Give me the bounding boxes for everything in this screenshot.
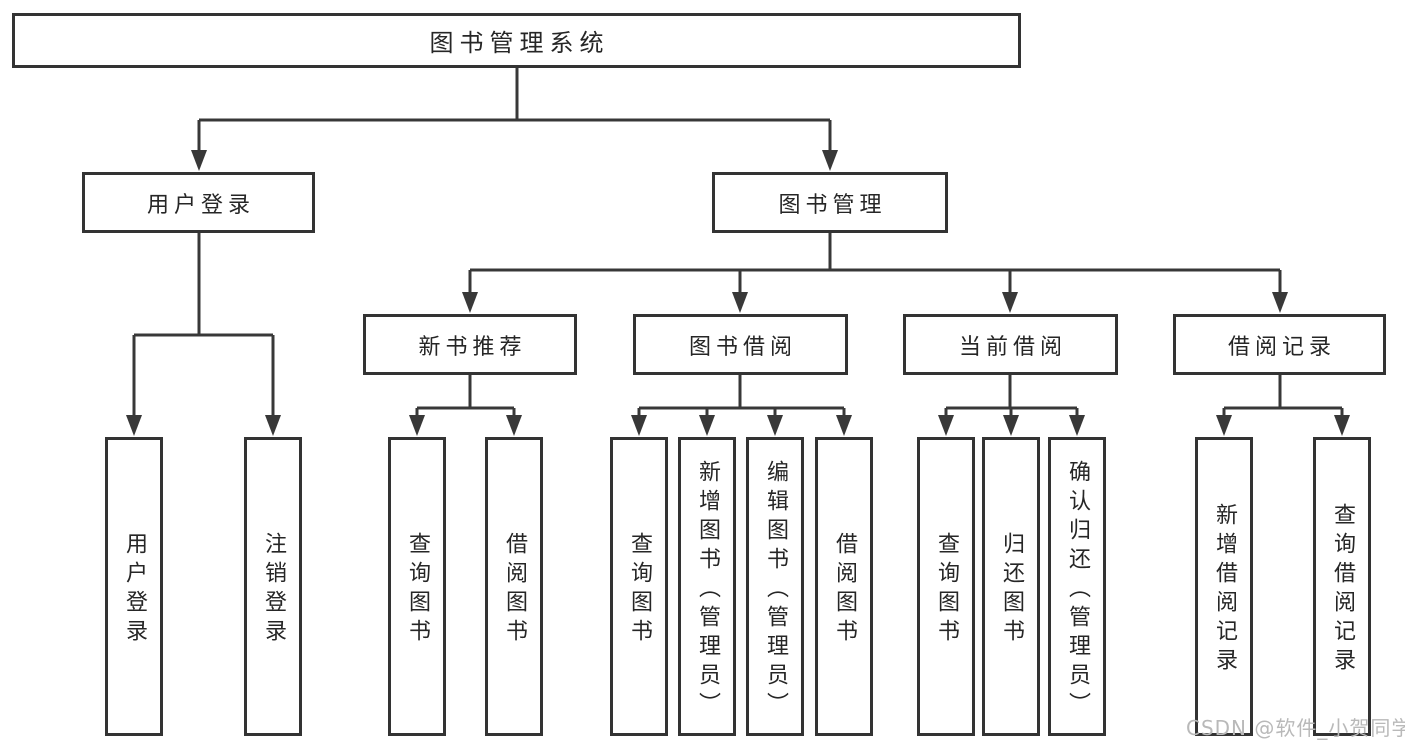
leaf-return-books: 归还图书 bbox=[982, 437, 1040, 736]
leaf-add-borrow-record: 新增借阅记录 bbox=[1195, 437, 1253, 736]
node-user-login: 用户登录 bbox=[82, 172, 315, 233]
leaf-borrow-books: 借阅图书 bbox=[815, 437, 873, 736]
arrowheads bbox=[126, 150, 1350, 436]
leaf-borrow-books-recommend: 借阅图书 bbox=[485, 437, 543, 736]
leaf-confirm-return-admin: 确认归还（管理员） bbox=[1048, 437, 1106, 736]
csdn-watermark: CSDN @软件_小贺同学 bbox=[1186, 716, 1405, 740]
node-book-management: 图书管理 bbox=[712, 172, 948, 233]
leaf-query-books-current: 查询图书 bbox=[917, 437, 975, 736]
node-new-book-recommendation: 新书推荐 bbox=[363, 314, 577, 375]
leaf-query-books-borrowing: 查询图书 bbox=[610, 437, 668, 736]
leaf-user-login: 用户登录 bbox=[105, 437, 163, 736]
leaf-logout: 注销登录 bbox=[244, 437, 302, 736]
leaf-add-books-admin: 新增图书（管理员） bbox=[678, 437, 736, 736]
node-borrowing-records: 借阅记录 bbox=[1173, 314, 1386, 375]
leaf-query-books-recommend: 查询图书 bbox=[388, 437, 446, 736]
node-current-borrowing: 当前借阅 bbox=[903, 314, 1118, 375]
node-book-borrowing: 图书借阅 bbox=[633, 314, 848, 375]
node-system-root: 图书管理系统 bbox=[12, 13, 1021, 68]
leaf-query-borrow-record: 查询借阅记录 bbox=[1313, 437, 1371, 736]
leaf-edit-books-admin: 编辑图书（管理员） bbox=[746, 437, 804, 736]
